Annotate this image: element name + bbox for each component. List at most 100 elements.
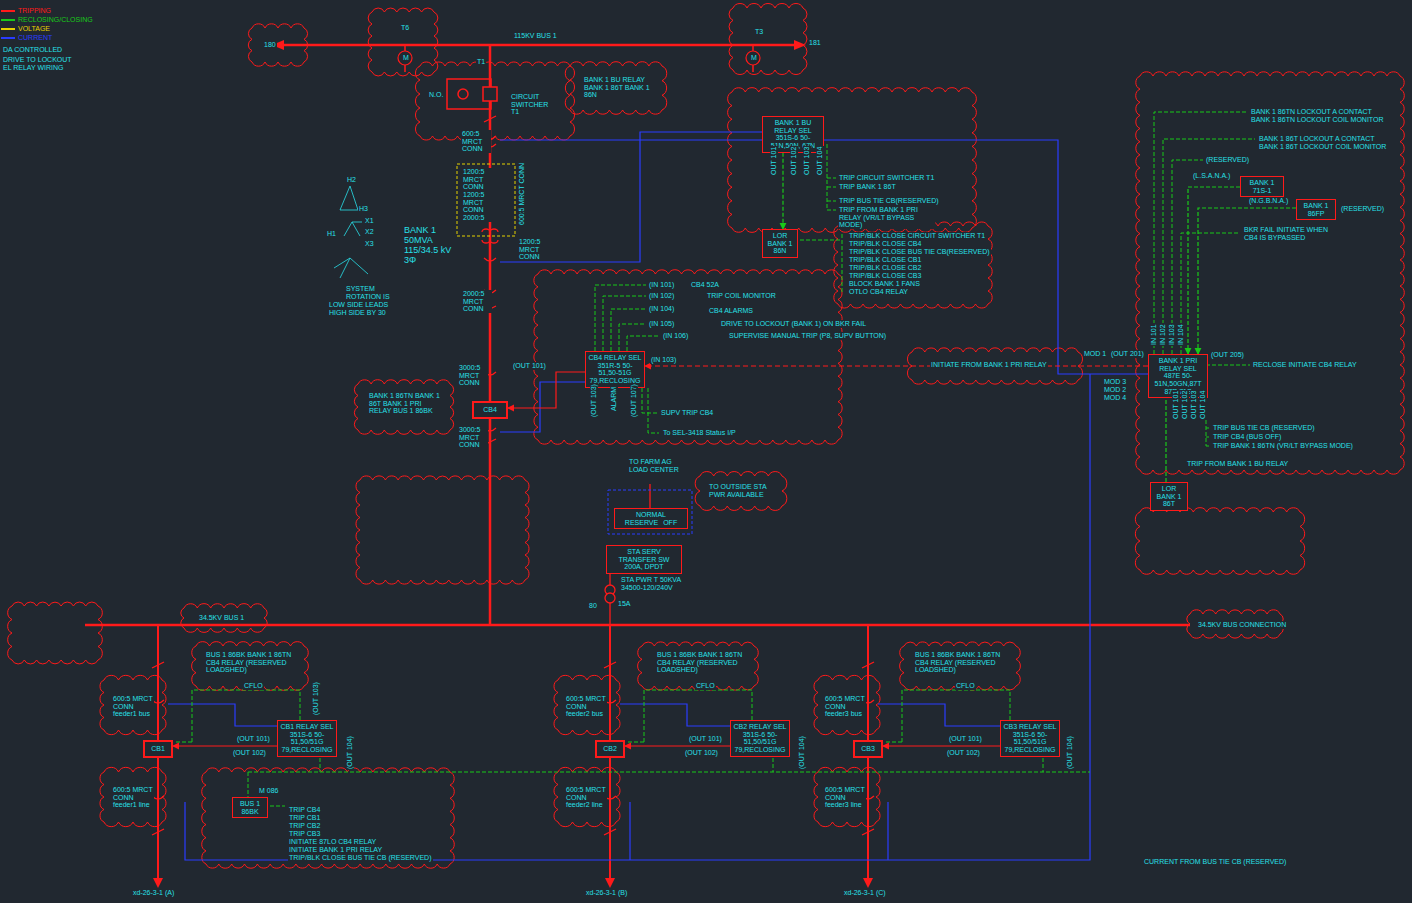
annotation-text: TRIP/BLK CLOSE BUS TIE CB (RESERVED)	[288, 854, 433, 862]
annotation-text: 600:5 MRCT CONN feeder2 bus	[565, 695, 607, 718]
revision-cloud	[900, 642, 1021, 690]
annotation-text: (OUT 102)	[946, 749, 981, 757]
annotation-text: 115KV BUS 1	[513, 32, 558, 40]
legend: TRIPPINGRECLOSING/CLOSINGVOLTAGECURRENT	[1, 6, 93, 42]
revision-cloud	[8, 4, 1405, 869]
node-text: CB2	[599, 745, 621, 753]
annotation-text: 600:5 MRCT CONN feeder2 line	[565, 786, 607, 809]
revision-cloud	[192, 642, 309, 691]
lockout-relay-box: BUS 1 86BK	[232, 797, 268, 818]
phasor-diagram	[334, 258, 350, 268]
circuit-switcher-symbol	[458, 89, 468, 99]
transformer-symbol	[482, 240, 498, 243]
node-text: CB1 RELAY SEL 351S-6 50-51,50/51G 79,REC…	[280, 723, 334, 754]
annotation-text: CURRENT FROM BUS TIE CB (RESERVED)	[1143, 858, 1287, 866]
connector-label: (L.S.A.N.A.)	[1192, 172, 1231, 180]
control-wire	[902, 690, 1010, 742]
connector-label: (OUT 101)	[688, 735, 723, 743]
annotation-text: H1	[326, 230, 337, 238]
node-text: OFF	[663, 519, 677, 527]
control-wire	[595, 285, 646, 351]
annotation-text: TRIP/BLK CLOSE CB2	[848, 264, 922, 272]
annotation-text: (RESERVED)	[1205, 156, 1250, 164]
revision-cloud	[695, 472, 787, 511]
revision-cloud	[814, 675, 880, 734]
annotation-text: TRIP CB4	[288, 806, 321, 814]
disconnect-switch-symbol	[604, 662, 616, 668]
revision-cloud	[356, 476, 529, 584]
control-wire	[627, 742, 644, 743]
control-wire	[773, 758, 774, 772]
power-bus	[404, 45, 406, 51]
terminal-label: OUT 104	[816, 146, 824, 176]
phasor-diagram	[344, 222, 352, 236]
annotation-text: TRIP CB2	[288, 822, 321, 830]
annotation-text: CFLO	[695, 682, 716, 690]
annotation-text: BANK 1 BU RELAY BANK 1 86T BANK 1 86N	[583, 76, 651, 99]
disconnect-switch-symbol	[604, 829, 616, 835]
revision-cloud	[728, 88, 977, 233]
connector	[782, 153, 783, 229]
node-text: CB4 RELAY SEL 351R-5 50-51,50-51G 79,REC…	[588, 354, 642, 385]
annotation-text: BANK 1 86TN BANK 1 86T BANK 1 PRI RELAY …	[368, 392, 444, 415]
annotation-text: RECLOSE INITIATE CB4 RELAY	[1252, 361, 1358, 369]
node-text: BANK 1 86N	[765, 240, 795, 255]
station-service-wire	[609, 603, 610, 625]
circuit-switcher-symbol	[483, 87, 497, 101]
relay-box: CB3 RELAY SEL 351S-6 50-51,50/51G 79,REC…	[1000, 720, 1060, 757]
legend-text: RECLOSING/CLOSING	[18, 16, 93, 24]
control-wire	[248, 772, 249, 797]
revision-cloud	[1135, 508, 1304, 575]
annotation-text: DRIVE TO LOCKOUT (BANK 1) ON BKR FAIL	[720, 320, 867, 328]
annotation-text: (IN 102)	[648, 292, 675, 300]
breaker-box: CB1	[143, 740, 173, 758]
legend-row: TRIPPING	[1, 6, 93, 15]
legend-text: VOLTAGE	[18, 25, 50, 33]
node-text: CB1	[147, 745, 169, 753]
current-wire	[500, 382, 585, 432]
annotation-text: TRIP/BLK CLOSE CB3	[848, 272, 922, 280]
annotation-text: 600:5 MRCT CONN feeder3 bus	[824, 695, 866, 718]
annotation-text: M	[402, 54, 410, 62]
legend-swatch	[1, 28, 15, 30]
disconnect-switch-symbol	[152, 116, 874, 835]
annotation-text: MOD 2	[1103, 386, 1127, 394]
terminal-label: OUT 101	[1172, 390, 1180, 420]
control-wire	[1206, 446, 1209, 447]
annotation-text: (OUT 102)	[684, 749, 719, 757]
bus-arrow	[794, 40, 806, 50]
revision-cloud	[202, 768, 455, 868]
annotation-text: 3000:5 MRCT CONN	[458, 364, 488, 387]
terminal-label: (OUT 104)	[1066, 735, 1074, 770]
connector	[508, 372, 585, 408]
control-wire	[842, 234, 843, 292]
control-wire	[827, 210, 836, 211]
current-wire	[887, 802, 888, 860]
annotation-text: TO OUTSIDE STA PWR AVAILABLE	[708, 483, 782, 498]
control-wire	[320, 758, 321, 772]
annotation-text: (OUT 205)	[1210, 351, 1245, 359]
connector	[1188, 187, 1240, 354]
control-wire	[827, 144, 828, 210]
annotation-text: T1	[476, 58, 486, 66]
terminal-label: OUT 103	[1190, 390, 1198, 420]
breaker-box: CB4	[472, 401, 508, 419]
control-wire	[627, 336, 660, 351]
annotation-text: M	[750, 54, 758, 62]
annotation-text: TRIP/BLK CLOSE CIRCUIT SWITCHER T1	[848, 232, 986, 240]
annotation-text: T6	[400, 24, 410, 32]
annotation-text: 1200:5 MRCT CONN	[518, 238, 552, 261]
annotation-text: BANK 1 86T LOCKOUT A CONTACT	[1258, 135, 1376, 143]
annotation-text: DRIVE TO LOCKOUT	[2, 56, 73, 64]
annotation-text: MOD 4	[1103, 394, 1127, 402]
phasor-diagram	[350, 258, 368, 274]
connector-label: (N.G.B.N.A.)	[1248, 197, 1289, 205]
annotation-text: 3000:5 MRCT CONN	[458, 426, 488, 449]
current-wire	[500, 140, 1148, 374]
annotation-text: OTLO CB4 RELAY	[848, 288, 909, 296]
power-bus	[85, 45, 1190, 880]
power-bus	[282, 44, 796, 47]
connector	[645, 365, 1148, 366]
legend-row: RECLOSING/CLOSING	[1, 15, 93, 24]
